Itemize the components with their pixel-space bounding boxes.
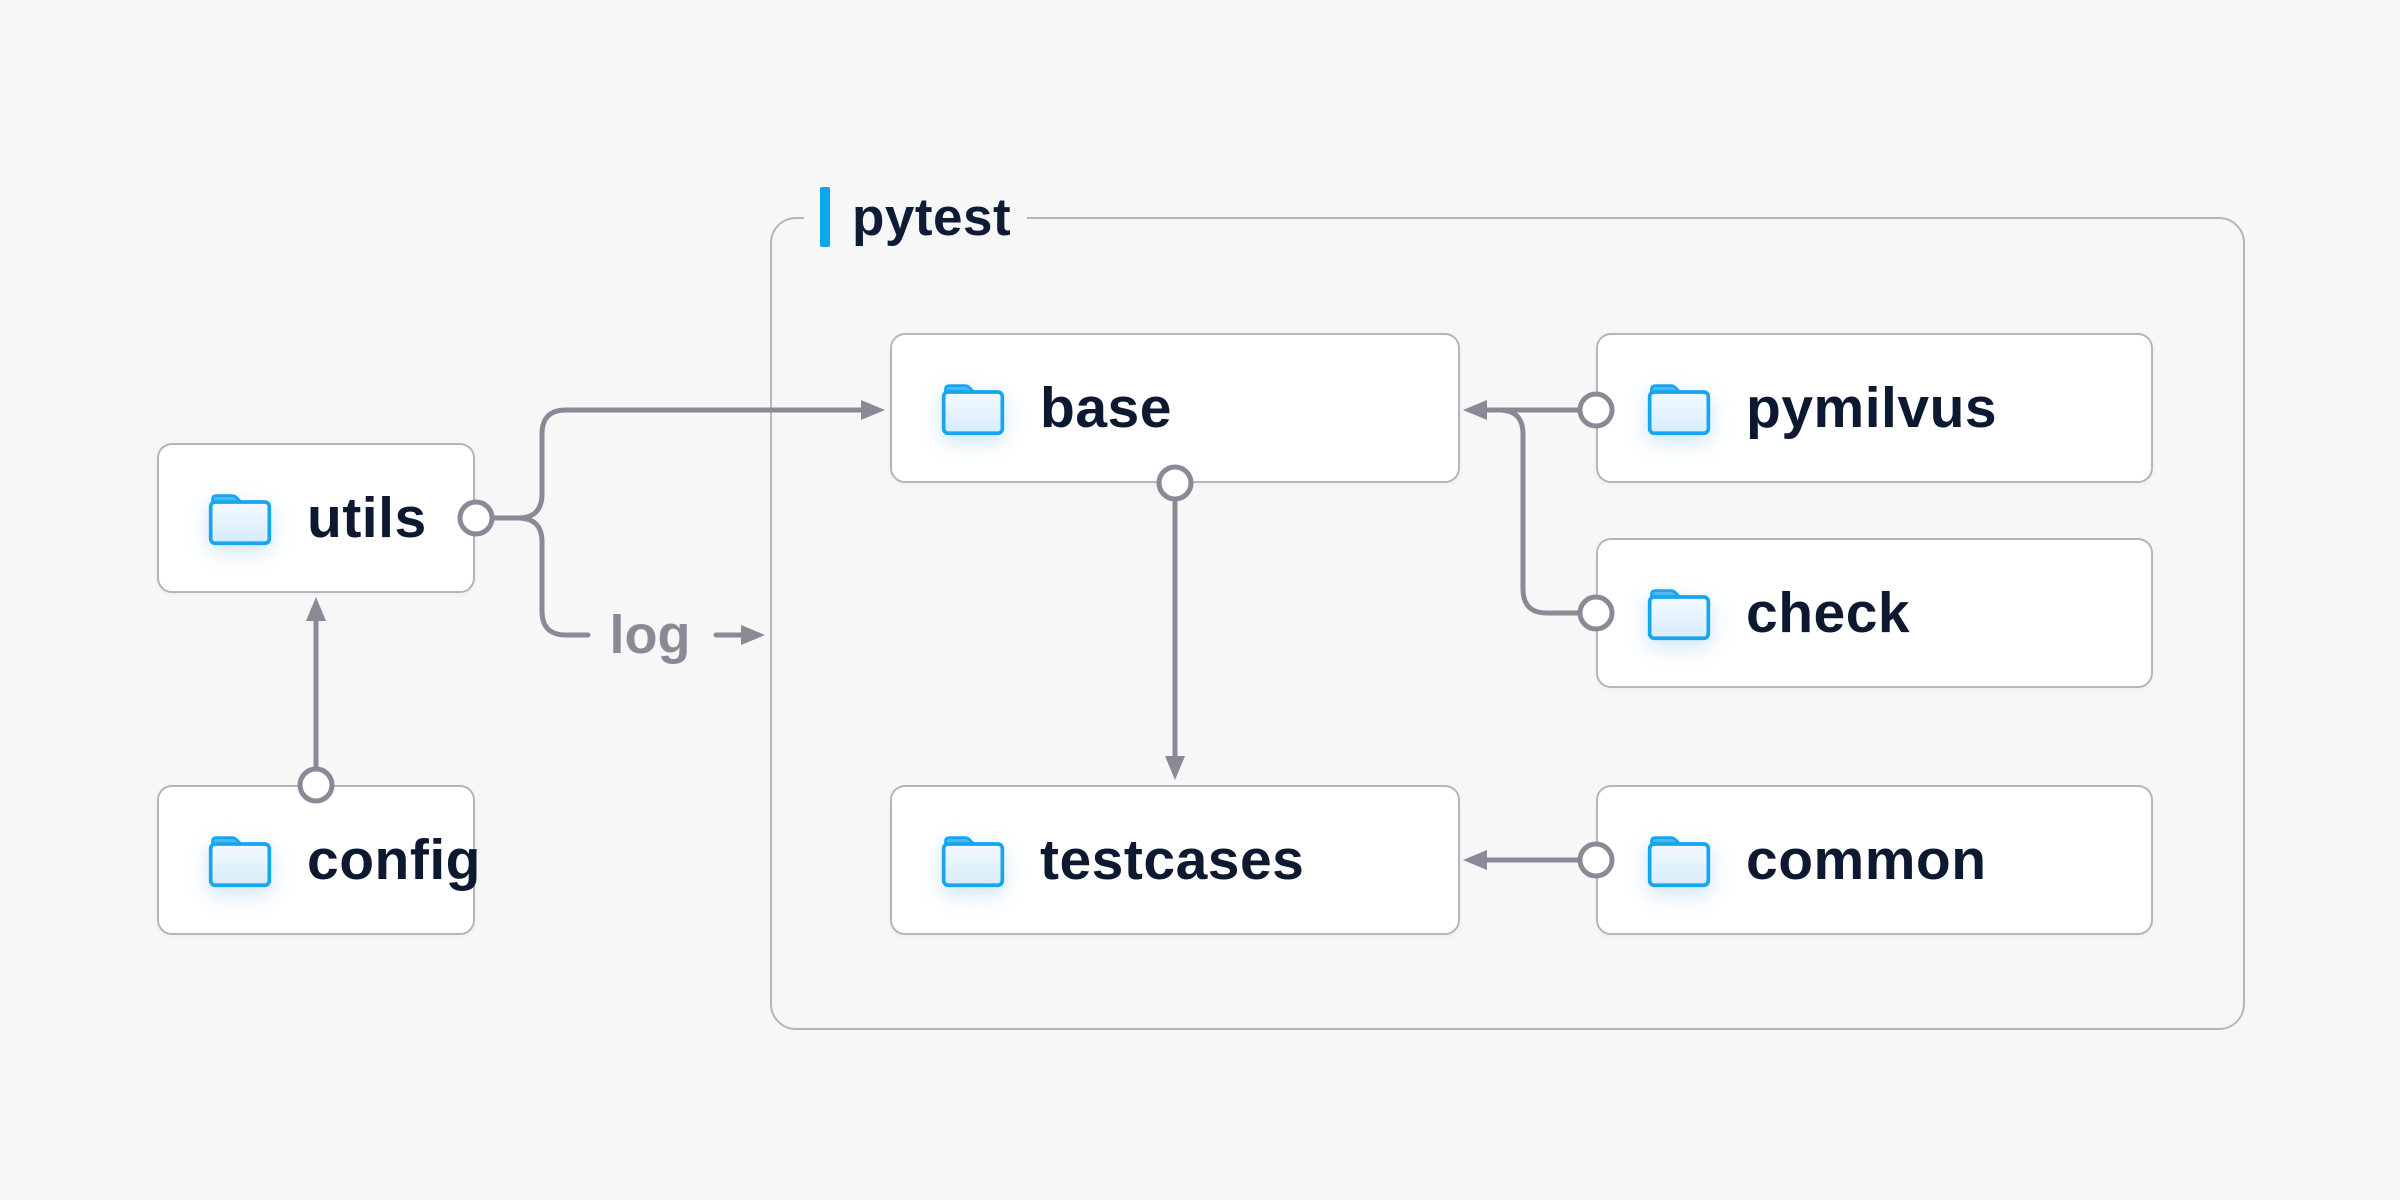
- node-base: base: [890, 333, 1460, 483]
- folder-icon: [1647, 383, 1711, 435]
- folder-icon: [941, 383, 1005, 435]
- node-label: pymilvus: [1746, 376, 1998, 440]
- node-label: base: [1040, 376, 1172, 440]
- node-testcases: testcases: [890, 785, 1460, 935]
- folder-icon: [208, 493, 272, 545]
- node-label: common: [1746, 828, 1987, 892]
- node-label: check: [1746, 581, 1911, 645]
- accent-bar: [820, 187, 830, 247]
- node-utils: utils: [157, 443, 475, 593]
- pytest-group-title: pytest: [852, 187, 1012, 247]
- node-label: testcases: [1040, 828, 1305, 892]
- folder-icon: [1647, 588, 1711, 640]
- folder-icon: [1647, 835, 1711, 887]
- pytest-group-container: [770, 217, 2245, 1030]
- node-check: check: [1596, 538, 2153, 688]
- pytest-group-label: pytest: [804, 184, 1028, 250]
- node-common: common: [1596, 785, 2153, 935]
- folder-icon: [941, 835, 1005, 887]
- folder-icon: [208, 835, 272, 887]
- edge-utils-to-log: [488, 515, 591, 638]
- log-label: log: [610, 605, 691, 665]
- node-config: config: [157, 785, 480, 935]
- node-pymilvus: pymilvus: [1596, 333, 2153, 483]
- node-label: config: [307, 828, 481, 892]
- node-label: utils: [307, 486, 427, 550]
